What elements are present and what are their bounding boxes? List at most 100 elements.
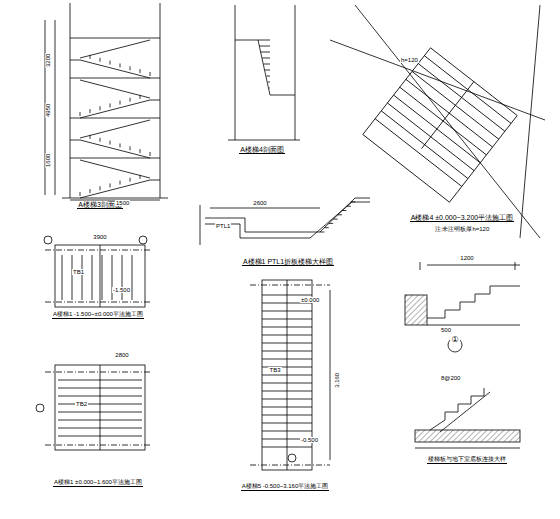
stair-tread: [100, 186, 101, 190]
stair-tread: [262, 415, 312, 416]
stair-tread: [262, 335, 312, 336]
member-tag: TB3: [268, 367, 281, 374]
dimension: 1500: [115, 200, 130, 207]
stair-tread: [58, 388, 142, 389]
stair-tread: [140, 175, 141, 179]
dimension: 3900: [92, 234, 107, 241]
stair-tread: [265, 70, 270, 71]
stair-tread: [90, 135, 91, 139]
stair-tread: [70, 60, 80, 61]
stair-tread: [90, 109, 91, 113]
view-title: A楼梯1 ±0.000~1.600平法施工图: [53, 479, 143, 487]
stair-tread: [258, 40, 270, 41]
stair-tread: [262, 58, 270, 59]
stair-tread: [418, 64, 505, 132]
stair-plan-1: [44, 236, 150, 307]
stair-tread: [58, 436, 142, 437]
stair-tread: [80, 60, 150, 78]
stair-tread: [262, 359, 312, 360]
stair-tread: [90, 55, 91, 59]
stair-tread: [258, 40, 270, 95]
member-tag: PTL1: [215, 223, 231, 230]
view-title: A楼梯5 -0.500~3.160平法施工图: [241, 483, 330, 491]
stair-tread: [90, 189, 91, 193]
stair-tread: [262, 351, 312, 352]
stair-tread: [264, 64, 270, 65]
stair-tread: [100, 106, 101, 110]
stair-tread: [100, 138, 101, 142]
stair-section-3: [45, 3, 168, 200]
stair-tread: [262, 431, 312, 432]
stair-tread: [150, 72, 151, 76]
view-title: A楼梯1 -1.500~±0.000平法施工图: [52, 311, 144, 319]
landing-detail: [405, 262, 520, 352]
rebar-note: 8@200: [440, 375, 461, 382]
elevation: -0.500: [300, 437, 319, 444]
stair-tread: [120, 143, 121, 147]
stair-tread: [333, 219, 337, 220]
stair-tread: [150, 100, 160, 101]
stair-tread: [120, 101, 121, 105]
dimension: 2600: [252, 200, 267, 207]
folded-stair-detail: [200, 198, 370, 245]
detail-number: ①: [450, 336, 459, 345]
stair-tread: [262, 311, 312, 312]
note: 注:未注明板厚h=120: [434, 226, 491, 233]
stair-tread: [80, 112, 81, 116]
elevation: -1.500: [112, 287, 131, 294]
stair-tread: [80, 140, 150, 158]
stair-tread: [338, 214, 342, 215]
stair-tread: [261, 52, 270, 53]
dimension: 2800: [114, 352, 129, 359]
stair-tread: [80, 100, 150, 118]
stair-plan-2: [36, 365, 150, 450]
member-tag: TB1: [72, 269, 85, 276]
stair-plan-5: [250, 280, 330, 470]
stair-tread: [62, 255, 63, 300]
stair-tread: [266, 76, 270, 77]
stair-tread: [100, 58, 101, 62]
stair-tread: [259, 46, 270, 47]
stair-tread: [268, 82, 270, 83]
stair-tread: [329, 223, 333, 224]
stair-tread: [262, 295, 312, 296]
stair-tread: [80, 192, 81, 196]
stair-tread: [406, 79, 493, 147]
stair-tread: [412, 71, 499, 139]
stair-tread: [375, 119, 462, 187]
rotated-stair-plan: [330, 5, 545, 238]
dimension: 500: [440, 327, 452, 334]
stair-tread: [381, 111, 468, 179]
stair-section-4: [228, 5, 300, 140]
stair-tread: [70, 118, 160, 119]
view-title: 楼梯板与地下室底板连接大样: [427, 456, 507, 464]
stair-tread: [150, 152, 151, 156]
stair-tread: [82, 255, 83, 300]
stair-tread: [130, 66, 131, 70]
view-title: A楼梯4 ±0.000~3.200平法施工图: [410, 214, 514, 223]
dimension: 3200: [46, 52, 53, 67]
stair-tread: [80, 80, 150, 98]
stair-tread: [110, 183, 111, 187]
stair-tread: [140, 69, 141, 73]
stair-tread: [262, 391, 312, 392]
stair-tread: [70, 158, 160, 159]
stair-tread: [70, 78, 160, 79]
stair-tread: [80, 180, 150, 198]
stair-tread: [150, 180, 160, 181]
stair-tread: [58, 396, 142, 397]
note: h=120: [400, 57, 419, 64]
stair-tread: [70, 38, 160, 39]
stair-tread: [394, 95, 481, 163]
stair-tread: [70, 140, 80, 141]
stair-tread: [72, 255, 73, 300]
stair-tread: [324, 227, 328, 228]
dimension: 4950: [46, 102, 53, 117]
stair-tread: [262, 383, 312, 384]
stair-tread: [130, 98, 131, 102]
stair-tread: [140, 149, 141, 153]
stair-tread: [80, 120, 150, 138]
stair-tread: [58, 428, 142, 429]
stair-tread: [346, 206, 350, 207]
stair-tread: [262, 319, 312, 320]
